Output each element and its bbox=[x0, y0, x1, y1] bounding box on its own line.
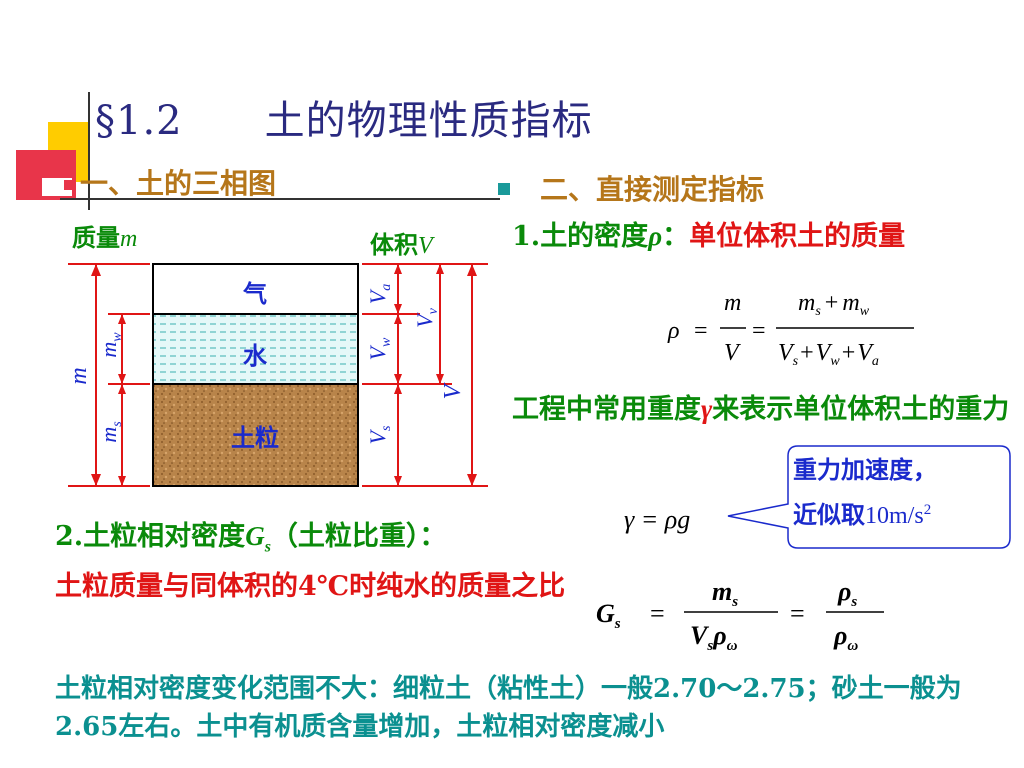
callout-line2: 近似取10m/s2 bbox=[793, 490, 1008, 536]
air-label: 气 bbox=[242, 280, 267, 308]
density-definition: 1.土的密度ρ：单位体积土的质量 bbox=[512, 216, 1017, 257]
relative-density-name: 土粒相对密度 bbox=[83, 521, 246, 552]
water-phase bbox=[152, 313, 359, 385]
volume-total-label: V bbox=[440, 382, 466, 399]
section1-bullet bbox=[64, 180, 74, 190]
relative-density-definition: 2.土粒相对密度Gs（土粒比重）： 土粒质量与同体积的4℃时纯水的质量之比 bbox=[55, 516, 595, 607]
volume-water-label: Vw bbox=[365, 337, 394, 360]
svg-text:=: = bbox=[752, 318, 766, 344]
relative-density-symbol-sub: s bbox=[264, 538, 271, 556]
decor-horizontal-line bbox=[60, 198, 500, 200]
callout-exponent: 2 bbox=[923, 502, 932, 518]
air-phase bbox=[152, 263, 359, 315]
svg-text:Vsρω: Vsρω bbox=[690, 621, 738, 654]
soil-phase bbox=[152, 383, 359, 487]
mass-water-label: mw bbox=[96, 332, 125, 358]
density-symbol: ρ bbox=[648, 221, 663, 251]
svg-text:Gs: Gs bbox=[596, 599, 621, 632]
mass-header: 质量m bbox=[72, 224, 137, 252]
volume-void-label: Vv bbox=[412, 307, 441, 327]
soil-label: 土粒 bbox=[231, 424, 279, 452]
volume-soil-label: Vs bbox=[365, 425, 394, 444]
svg-text:=: = bbox=[694, 318, 708, 344]
relative-density-symbol: G bbox=[245, 521, 265, 551]
relative-density-definition-text: 土粒质量与同体积的4℃时纯水的质量之比 bbox=[55, 571, 566, 603]
section2-heading: 二、直接测定指标 bbox=[540, 173, 765, 206]
callout-line2-prefix: 近似取 bbox=[793, 500, 865, 529]
svg-text:m: m bbox=[724, 290, 741, 316]
density-definition-text: 单位体积土的质量 bbox=[689, 221, 906, 252]
density-formula: ρ = m V = ms+mw Vs+Vw+Va bbox=[667, 290, 914, 369]
svg-text:Vs+Vw+Va: Vs+Vw+Va bbox=[778, 340, 879, 369]
water-label: 水 bbox=[243, 342, 268, 370]
mass-arrowheads bbox=[91, 264, 126, 486]
svg-text:ρ: ρ bbox=[667, 318, 680, 344]
relative-density-paren: （土粒比重）： bbox=[270, 521, 447, 552]
mass-dimension-lines bbox=[68, 263, 150, 487]
density-name: 土的密度 bbox=[540, 221, 649, 252]
volume-air-label: Va bbox=[365, 284, 394, 304]
section2-bullet bbox=[498, 183, 510, 195]
unit-weight-text: 工程中常用重度γ来表示单位体积土的重力 bbox=[512, 388, 1017, 431]
mass-soil-label: ms bbox=[96, 421, 125, 443]
volume-arrowheads bbox=[394, 264, 477, 486]
relative-density-formula: Gs = ms Vsρω = ρs ρω bbox=[596, 577, 884, 654]
svg-text:=: = bbox=[790, 599, 805, 628]
density-number: 1. bbox=[512, 221, 541, 252]
unit-weight-symbol: γ bbox=[701, 394, 713, 424]
mass-total-label: m bbox=[66, 367, 92, 384]
svg-text:=: = bbox=[650, 599, 665, 628]
svg-text:ms: ms bbox=[712, 577, 738, 610]
callout-value: 10m/s bbox=[865, 503, 924, 529]
svg-text:V: V bbox=[724, 340, 741, 366]
svg-text:ρω: ρω bbox=[833, 621, 858, 654]
callout-line1: 重力加速度， bbox=[793, 455, 937, 484]
decor-vertical-line bbox=[88, 92, 90, 210]
volume-header: 体积V bbox=[370, 231, 435, 259]
relative-density-number: 2. bbox=[55, 521, 84, 552]
gravity-callout-text: 重力加速度， 近似取10m/s2 bbox=[793, 450, 1008, 536]
bottom-note: 土粒相对密度变化范围不大：细粒土（粘性土）一般2.70～2.75；砂土一般为2.… bbox=[55, 674, 962, 742]
unit-weight-formula: γ = ρg bbox=[624, 505, 690, 534]
gravity-callout-bubble bbox=[727, 445, 1011, 549]
unit-weight-text-before: 工程中常用重度 bbox=[512, 394, 701, 425]
unit-weight-text-after: 来表示单位体积土的重力 bbox=[712, 394, 1010, 425]
page-title: §1.2 土的物理性质指标 bbox=[95, 98, 593, 144]
density-colon: ： bbox=[662, 221, 690, 252]
svg-text:ms+mw: ms+mw bbox=[798, 290, 870, 319]
svg-text:ρs: ρs bbox=[837, 577, 857, 610]
section1-heading: 一、土的三相图 bbox=[80, 167, 277, 200]
